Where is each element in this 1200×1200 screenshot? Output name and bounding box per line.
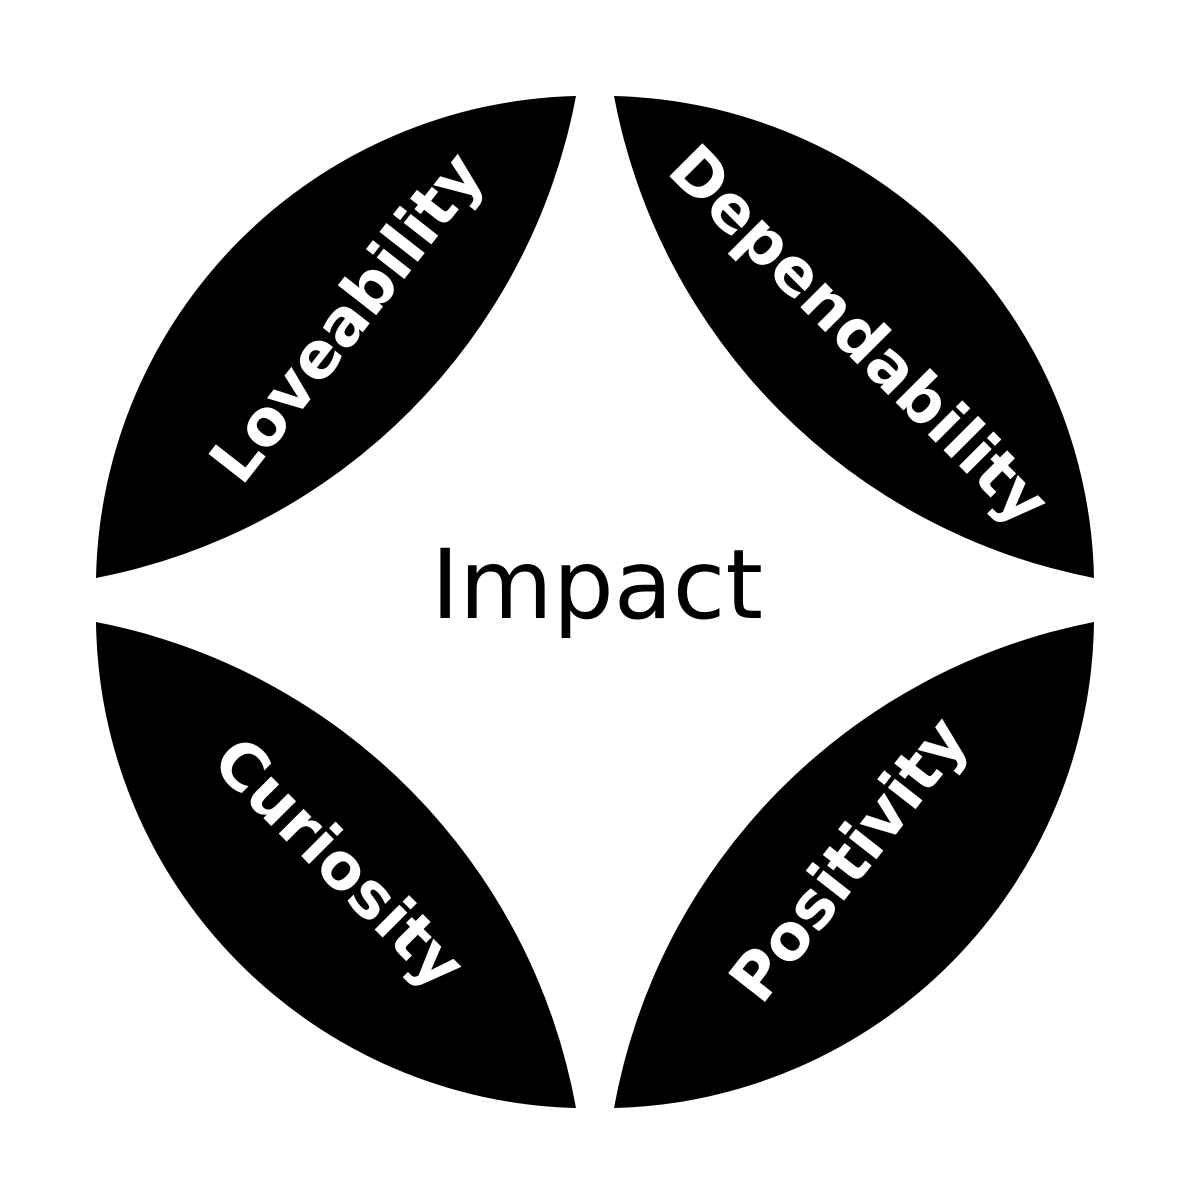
petal-curiosity: Curiosity <box>96 622 576 1108</box>
center-label: Impact <box>431 529 763 641</box>
petal-dependability: Dependability <box>614 96 1094 578</box>
petal-shape <box>614 622 1094 1108</box>
petal-positivity: Positivity <box>614 622 1094 1108</box>
petal-shape <box>96 96 576 578</box>
petal-loveability: Loveability <box>96 96 576 578</box>
petal-shape <box>96 622 576 1108</box>
petal-shape <box>614 96 1094 578</box>
